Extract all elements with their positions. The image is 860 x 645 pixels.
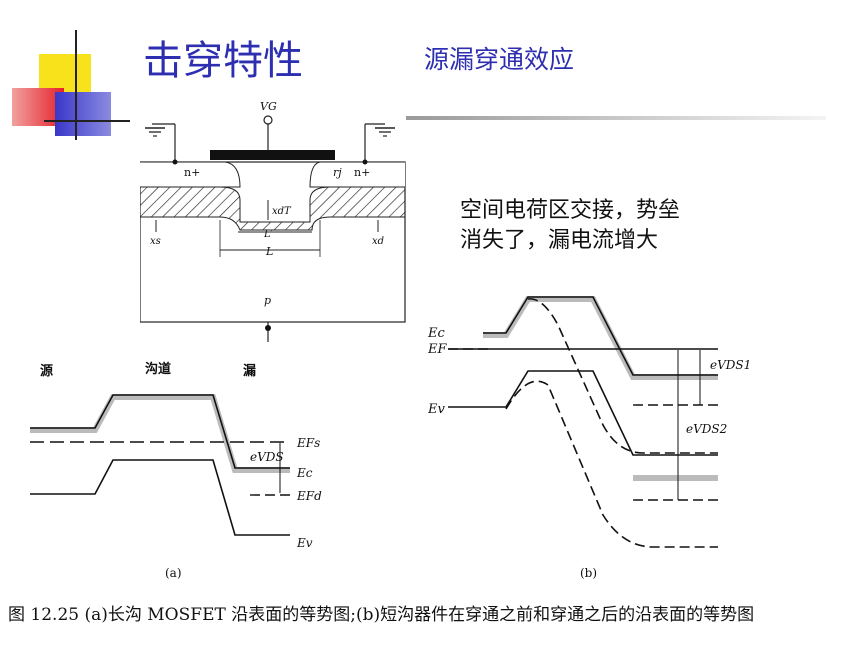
ev-band-b xyxy=(448,370,718,456)
label-n-plus-left: n+ xyxy=(184,166,200,179)
label-xdt: xdT xyxy=(272,206,292,217)
ec-band-a xyxy=(30,394,290,469)
slide-subtitle: 源漏穿通效应 xyxy=(424,45,575,74)
label-evds1: eVDS1 xyxy=(710,358,751,372)
label-drain: 漏 xyxy=(243,363,256,379)
label-efd-a: EFd xyxy=(296,489,322,503)
panel-label-b: (b) xyxy=(580,566,597,580)
substrate-outline xyxy=(140,161,406,323)
title-rule xyxy=(406,116,826,120)
ec-band-b-shadow xyxy=(483,296,718,380)
figure-caption: 图 12.25 (a)长沟 MOSFET 沿表面的等势图;(b)短沟器件在穿通之… xyxy=(8,605,755,625)
label-evds2: eVDS2 xyxy=(686,422,727,436)
ev-band-a xyxy=(30,459,290,536)
panel-label-a: (a) xyxy=(165,566,182,580)
gate-terminal xyxy=(263,115,273,125)
label-source: 源 xyxy=(40,363,53,379)
n-plus-right-region xyxy=(309,161,405,188)
label-ec-b: Ec xyxy=(428,326,445,341)
substrate-terminal xyxy=(265,325,271,331)
n-plus-left-region xyxy=(140,161,241,188)
label-n-plus-right: n+ xyxy=(354,166,370,179)
label-channel: 沟道 xyxy=(145,361,171,377)
label-l-prime: L′ xyxy=(263,229,274,240)
annotation-text: 空间电荷区交接，势垒 消失了，漏电流增大 xyxy=(460,196,680,256)
label-rj: rj xyxy=(333,166,342,179)
ec-band-b xyxy=(483,296,718,376)
decorative-blocks xyxy=(0,30,130,140)
label-vg: VG xyxy=(260,100,277,113)
deco-blue-square xyxy=(55,92,111,136)
label-ev-b: Ev xyxy=(428,402,445,417)
label-p: p xyxy=(264,294,271,307)
ec-band-a-shadow xyxy=(30,394,290,473)
label-xd: xd xyxy=(372,236,384,247)
slide-title: 击穿特性 xyxy=(143,38,303,84)
label-ec-a: Ec xyxy=(296,466,313,480)
label-ev-a: Ev xyxy=(296,536,313,550)
ec-band-b-punchthrough xyxy=(527,298,718,454)
annotation-line-2: 消失了，漏电流增大 xyxy=(460,228,659,253)
label-evds-a: eVDS xyxy=(250,450,284,464)
deco-horizontal-line xyxy=(44,120,130,122)
label-l: L xyxy=(265,245,273,258)
gate-electrode xyxy=(210,150,335,160)
band-diagram-b: Ec EF Ev eVDS1 eVDS2 (b) xyxy=(428,296,751,580)
band-diagram-a: 源 沟道 漏 EFs eVDS Ec EFd Ev (a) xyxy=(30,361,322,580)
label-xs: xs xyxy=(150,236,161,247)
ev-band-b-punchthrough xyxy=(505,380,718,548)
label-ef-b: EF xyxy=(428,342,447,357)
label-efs-a: EFs xyxy=(296,436,320,450)
annotation-line-1: 空间电荷区交接，势垒 xyxy=(460,198,681,223)
deco-vertical-line xyxy=(75,30,77,140)
mosfet-cross-section: VG n+ n+ rj xdT xs xd L′ L p xyxy=(140,100,406,342)
